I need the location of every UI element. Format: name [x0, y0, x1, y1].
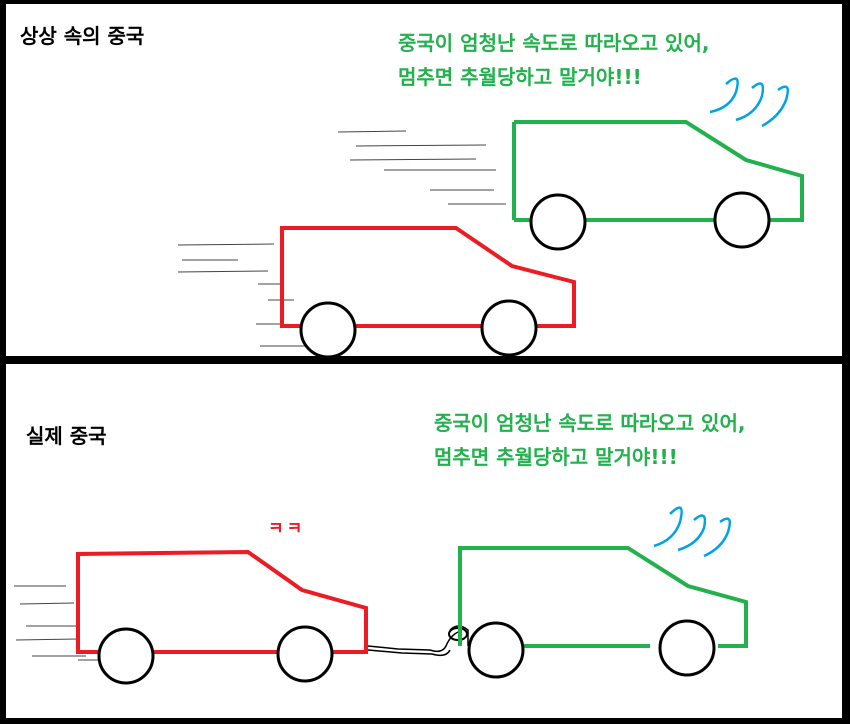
red-car-rear-wheel: [97, 627, 155, 685]
green-car-body: [458, 546, 748, 648]
red-car-laugh: ㅋㅋ: [268, 519, 306, 539]
red-car-rear-wheel: [299, 301, 357, 356]
speed-lines-red: [14, 585, 100, 661]
panel-imagined-drawing: [177, 77, 804, 356]
sweat-drops: [653, 506, 731, 558]
green-car-speech: 중국이 엄청난 속도로 따라오고 있어, 멈추면 추월당하고 말거야!!!: [398, 26, 709, 94]
panel-actual: 실제 중국 중국이 엄청난 속도로 따라오고 있어, 멈추면 추월당하고 말거야…: [6, 364, 842, 718]
green-car: [458, 546, 748, 679]
speed-lines-red: [177, 243, 306, 347]
green-car-speech: 중국이 엄청난 속도로 따라오고 있어, 멈추면 추월당하고 말거야!!!: [434, 406, 745, 474]
red-car-body: [76, 549, 368, 654]
panel-actual-drawing: [14, 506, 748, 685]
red-car: [280, 226, 576, 356]
sweat-drops: [709, 77, 789, 128]
speech-line: 중국이 엄청난 속도로 따라오고 있어,: [434, 411, 746, 435]
green-car-front-wheel: [658, 619, 716, 677]
tow-rope: [367, 625, 469, 657]
red-car-front-wheel: [480, 299, 538, 356]
speech-line: 멈추면 추월당하고 말거야!!!: [434, 445, 678, 469]
panel-imagined: 상상 속의 중국 중국이 엄청난 속도로 따라오고 있어, 멈추면 추월당하고 …: [6, 4, 842, 356]
red-car: [76, 549, 368, 685]
panel-actual-title: 실제 중국: [26, 424, 107, 448]
green-car-rear-wheel: [529, 193, 587, 251]
red-car-front-wheel: [276, 625, 334, 683]
green-car-rear-wheel: [467, 621, 525, 679]
green-car: [512, 120, 804, 251]
speech-line: 중국이 엄청난 속도로 따라오고 있어,: [398, 31, 710, 55]
speech-line: 멈추면 추월당하고 말거야!!!: [398, 65, 642, 89]
panel-imagined-title: 상상 속의 중국: [20, 24, 145, 48]
speed-lines-green: [337, 130, 506, 205]
green-car-front-wheel: [713, 191, 771, 249]
red-car-body: [280, 226, 576, 328]
